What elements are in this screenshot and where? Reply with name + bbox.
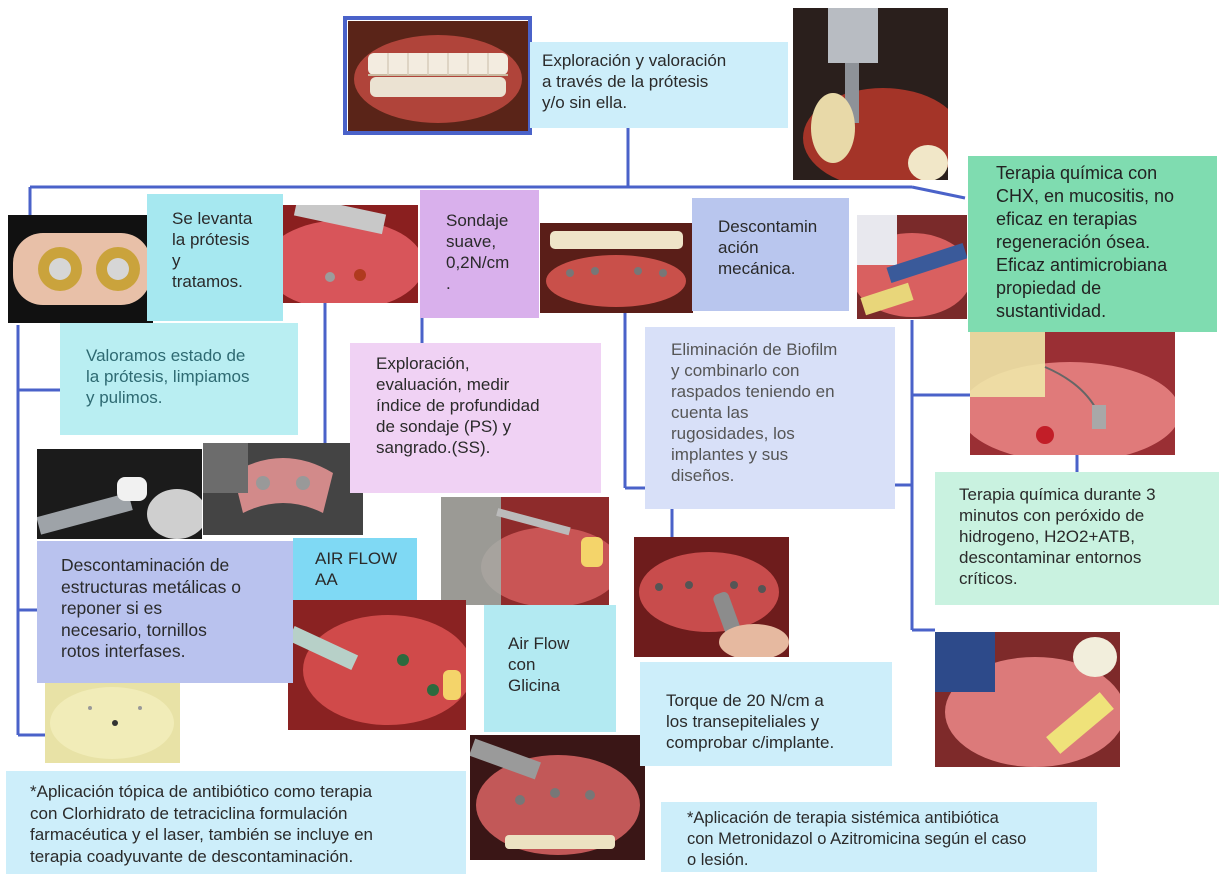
soft-probing-box: Sondaje suave, 0,2N/cm .	[420, 190, 539, 318]
air-flow-device-photo	[441, 497, 609, 605]
torque-check-box: Torque de 20 N/cm a los transepiteliales…	[640, 662, 892, 766]
mechanical-decontamination-box: Descontamin ación mecánica.	[692, 198, 849, 311]
handpiece-implants-photo	[470, 735, 645, 860]
handpiece-polishing-photo	[37, 449, 202, 539]
dental-prosthesis-smile-photo	[348, 21, 528, 131]
chx-chemical-therapy-box: Terapia química con CHX, en mucositis, n…	[968, 156, 1217, 332]
prosthesis-model-photo	[45, 678, 180, 763]
torque-screwdriver-photo	[634, 537, 789, 657]
syringe-peroxide-application-photo	[970, 327, 1175, 455]
lift-prosthesis-box: Se levanta la prótesis y tratamos.	[147, 194, 283, 321]
probing-exploration-box: Exploración, evaluación, medir índice de…	[350, 343, 601, 493]
prosthesis-cleaning-photo	[203, 443, 363, 535]
drill-implant-photo	[793, 8, 948, 180]
open-mouth-implants-photo	[540, 223, 693, 313]
prosthesis-assessment-box: Valoramos estado de la prótesis, limpiam…	[60, 323, 298, 435]
syringe-chx-application-photo	[857, 215, 967, 319]
removed-prosthesis-abutments-photo	[8, 215, 153, 323]
systemic-antibiotic-box: *Aplicación de terapia sistémica antibió…	[661, 802, 1097, 872]
air-flow-aa-box: AIR FLOW AA	[293, 538, 417, 600]
topical-antibiotic-box: *Aplicación tópica de antibiótico como t…	[6, 771, 466, 874]
air-flow-glycine-box: Air Flow con Glicina	[484, 605, 616, 732]
peroxide-chemical-therapy-box: Terapia química durante 3 minutos con pe…	[935, 472, 1219, 605]
main-exploration-box: Exploración y valoración a través de la …	[530, 42, 788, 128]
metal-structures-box: Descontaminación de estructuras metálica…	[37, 541, 293, 683]
syringe-antibiotic-photo	[935, 632, 1120, 767]
implant-air-flow-photo	[288, 600, 466, 730]
gum-probing-photo	[270, 205, 418, 303]
biofilm-removal-box: Eliminación de Biofilm y combinarlo con …	[645, 327, 895, 509]
